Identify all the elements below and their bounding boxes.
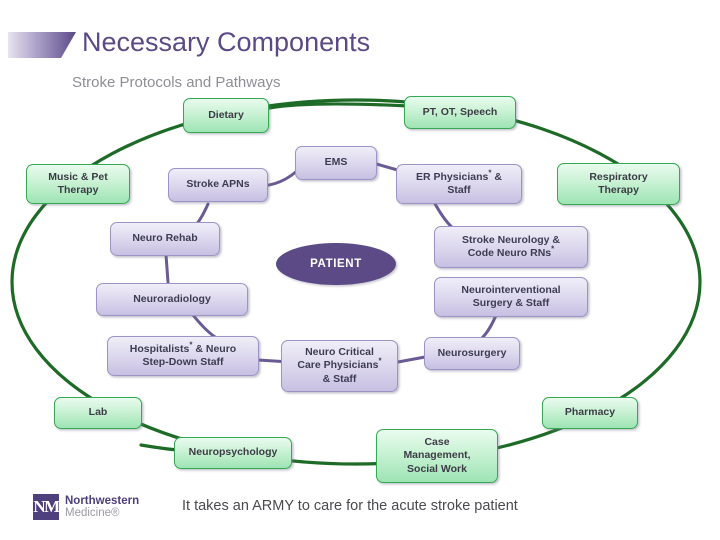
node-hospitalists-neuro-step-down-staff[interactable]: Hospitalists* & Neuro Step-Down Staff — [107, 336, 259, 376]
node-label-line2: Care Physicians* — [297, 356, 382, 372]
node-label-line1: Stroke Neurology & — [461, 233, 561, 246]
node-pharmacy[interactable]: Pharmacy — [542, 397, 638, 429]
node-label: Stroke APNs — [186, 178, 250, 191]
node-ems[interactable]: EMS — [295, 146, 377, 180]
node-neuroradiology[interactable]: Neuroradiology — [96, 283, 248, 316]
node-label: Dietary — [208, 108, 244, 121]
node-label-line2: Surgery & Staff — [472, 297, 550, 309]
node-er-physicians-staff[interactable]: ER Physicians* & Staff — [396, 164, 522, 204]
node-neuro-critical-care-physicians-staff[interactable]: Neuro Critical Care Physicians* & Staff — [281, 340, 398, 392]
page-subtitle: Stroke Protocols and Pathways — [72, 74, 281, 91]
node-label: Neuroradiology — [133, 292, 211, 305]
node-label-line2: Management, — [403, 449, 471, 462]
node-music-pet-therapy[interactable]: Music & Pet Therapy — [26, 164, 130, 204]
footnote-asterisk: * — [189, 340, 193, 350]
node-neuro-rehab[interactable]: Neuro Rehab — [110, 222, 220, 256]
node-label-line1: ER Physicians* & — [416, 168, 502, 183]
node-stroke-apns[interactable]: Stroke APNs — [168, 168, 268, 202]
outer-ring-ellipse — [10, 98, 702, 466]
footnote-asterisk: * — [551, 244, 555, 254]
page-title: Necessary Components — [82, 27, 371, 57]
node-patient-center[interactable]: PATIENT — [276, 243, 396, 285]
node-label-line1: Neurointerventional — [461, 283, 561, 296]
node-neuropsychology[interactable]: Neuropsychology — [174, 437, 292, 469]
node-label-line1: Case — [424, 436, 450, 449]
node-respiratory-therapy[interactable]: Respiratory Therapy — [557, 163, 680, 205]
logo-wordmark: Northwestern Medicine® — [65, 495, 139, 519]
logo-name: Northwestern — [65, 494, 140, 507]
node-label-line1: Hospitalists* & Neuro — [129, 340, 237, 355]
node-label-line2: Staff — [447, 184, 471, 196]
node-neurointerventional-surgery-staff[interactable]: Neurointerventional Surgery & Staff — [434, 277, 588, 317]
footnote-asterisk: * — [488, 168, 492, 178]
node-lab[interactable]: Lab — [54, 397, 142, 429]
node-label: PT, OT, Speech — [422, 105, 498, 118]
node-neurosurgery[interactable]: Neurosurgery — [424, 337, 520, 370]
node-label: Neuropsychology — [188, 446, 278, 459]
footer-tagline: It takes an ARMY to care for the acute s… — [182, 498, 518, 514]
node-label-line3: & Staff — [322, 372, 357, 385]
node-label-line2: Therapy — [57, 184, 99, 196]
nm-monogram-text: NM — [33, 497, 60, 516]
node-label-line2: Step-Down Staff — [142, 356, 224, 368]
node-label-line2: Code Neuro RNs* — [467, 244, 555, 259]
nm-monogram-icon: NM — [33, 494, 60, 520]
node-label-line3: Social Work — [407, 462, 467, 475]
footnote-asterisk: * — [378, 356, 382, 366]
node-label: Neuro Rehab — [132, 232, 198, 245]
node-label-line1: Music & Pet — [48, 170, 108, 183]
node-label-line1: Neuro Critical — [305, 346, 374, 359]
node-stroke-neurology-code-neuro-rns[interactable]: Stroke Neurology & Code Neuro RNs* — [434, 226, 588, 268]
node-case-management-social-work[interactable]: Case Management, Social Work — [376, 429, 498, 483]
node-label: PATIENT — [310, 258, 362, 270]
node-dietary[interactable]: Dietary — [183, 98, 269, 133]
northwestern-medicine-logo: NM Northwestern Medicine® — [33, 494, 139, 520]
node-label: Neurosurgery — [437, 346, 507, 359]
node-label-line2: Therapy — [598, 184, 639, 196]
node-label-line1: Respiratory — [589, 170, 648, 183]
node-label: Lab — [88, 406, 108, 419]
logo-subname: Medicine® — [65, 507, 120, 519]
node-label: EMS — [324, 156, 348, 169]
node-label: Pharmacy — [564, 406, 616, 419]
node-pt-ot-speech[interactable]: PT, OT, Speech — [404, 96, 516, 129]
